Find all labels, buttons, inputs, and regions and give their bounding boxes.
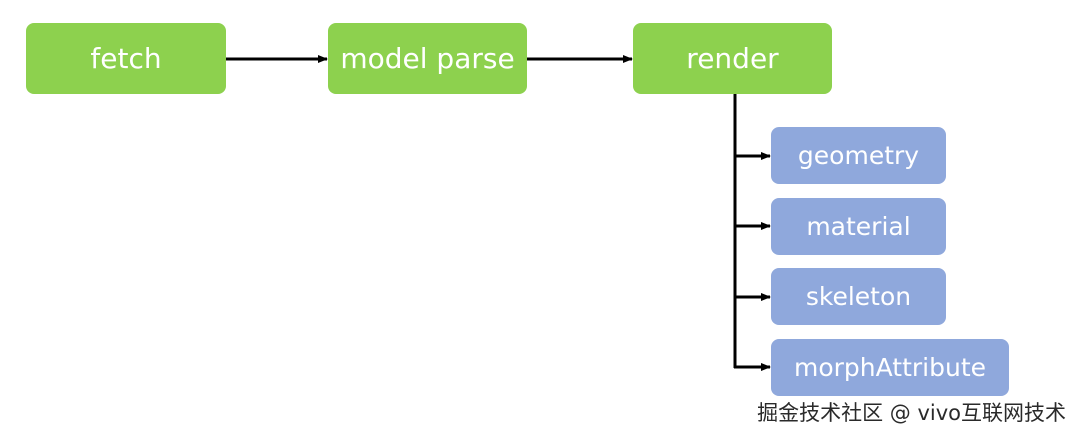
node-material: material bbox=[771, 198, 946, 255]
node-geometry: geometry bbox=[771, 127, 946, 184]
node-skeleton: skeleton bbox=[771, 268, 946, 325]
node-morph-attribute: morphAttribute bbox=[771, 339, 1009, 396]
node-fetch: fetch bbox=[26, 23, 226, 94]
node-model-parse: model parse bbox=[328, 23, 527, 94]
node-render: render bbox=[633, 23, 832, 94]
watermark: 掘金技术社区 @ vivo互联网技术 bbox=[757, 401, 1066, 425]
